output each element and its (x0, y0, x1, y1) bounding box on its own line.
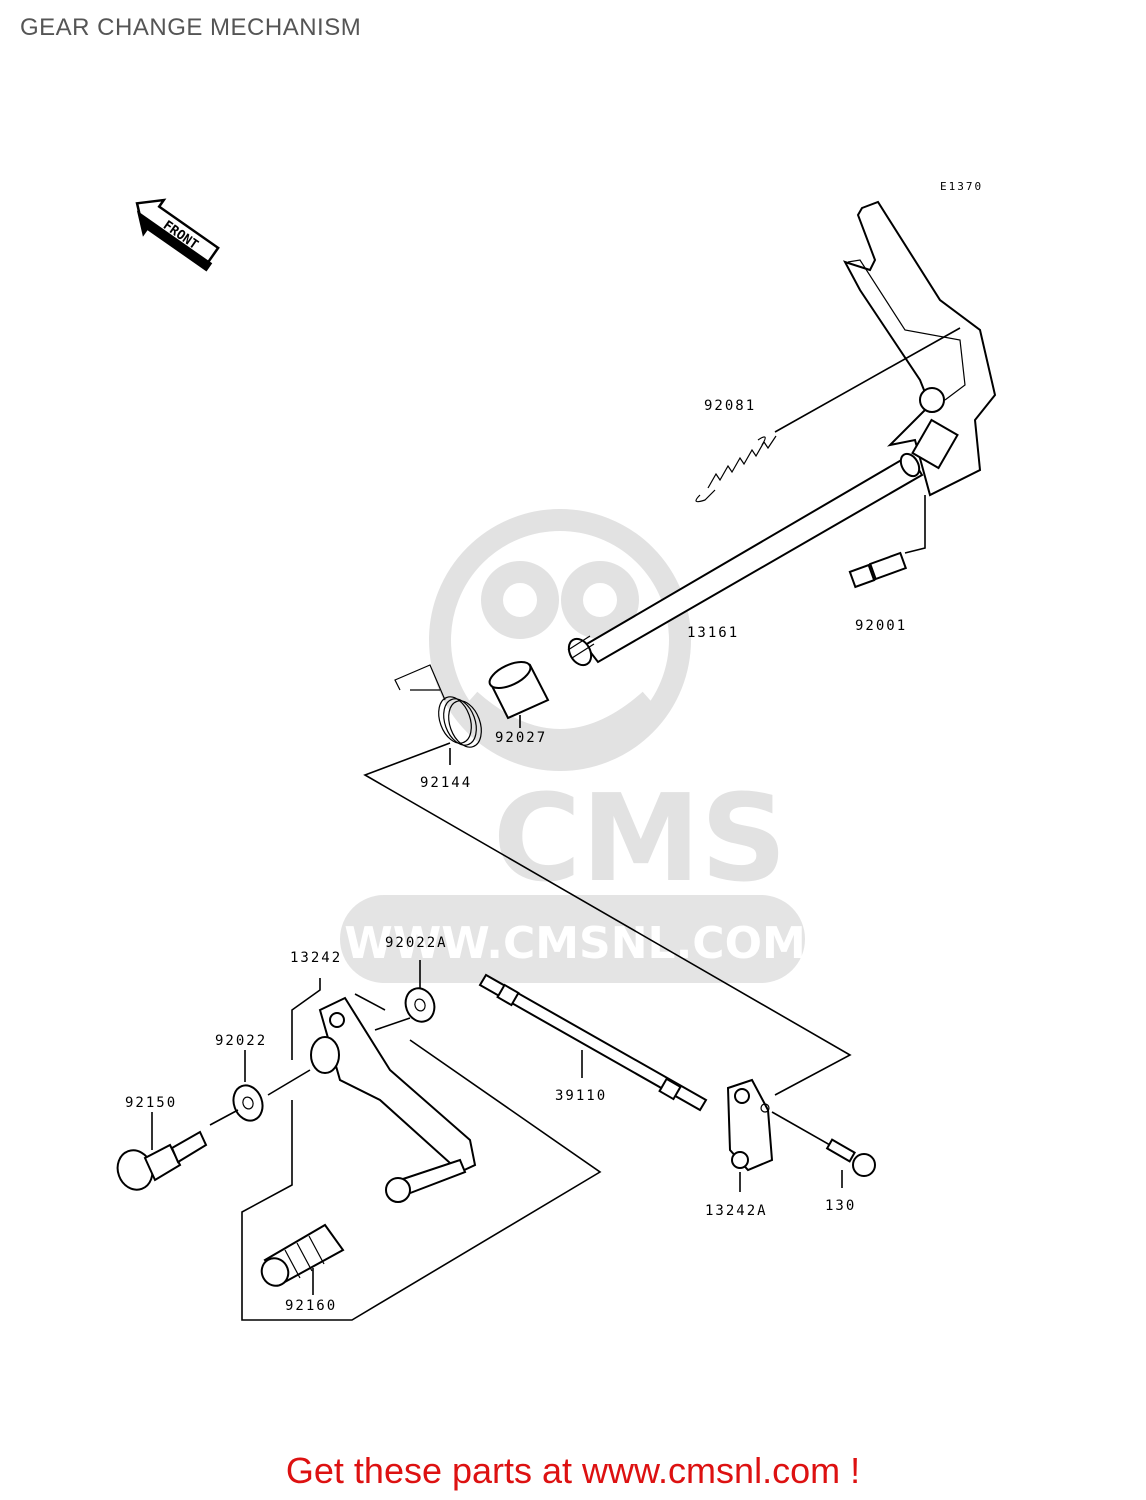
part-label: 92160 (285, 1298, 337, 1314)
collar (488, 661, 550, 728)
pin-bolt (848, 495, 926, 589)
part-label: 92081 (704, 398, 756, 414)
shift-arm-clamp (726, 1078, 831, 1192)
tie-rod (478, 973, 708, 1112)
watermark-brand: CMS (493, 770, 787, 909)
washer-a (404, 960, 436, 1023)
watermark: CMS WWW.CMSNL.COM (340, 509, 806, 983)
shift-pedal (291, 978, 477, 1203)
footer-link[interactable]: Get these parts at www.cmsnl.com ! (285, 1450, 861, 1491)
washer (232, 1050, 311, 1122)
part-label: 130 (825, 1198, 856, 1214)
return-spring (695, 327, 961, 503)
gear-shift-shaft-assembly (567, 200, 997, 667)
part-label: 92027 (495, 730, 547, 746)
part-labels: 92081 92001 13161 92027 92144 13242 9202… (125, 398, 907, 1314)
part-label: 13242 (290, 950, 342, 966)
shoulder-bolt (116, 1109, 239, 1191)
part-label: 92022 (215, 1033, 267, 1049)
diagram-code: E1370 (940, 180, 983, 193)
watermark-mascot-icon (429, 509, 691, 771)
part-label: 92001 (855, 618, 907, 634)
page-title: GEAR CHANGE MECHANISM (20, 14, 362, 41)
assembly-bracket-top (363, 742, 852, 1096)
pedal-rubber (260, 1223, 345, 1295)
torsion-spring (394, 664, 482, 765)
assembly-bracket-pedal (241, 1039, 602, 1321)
part-label: 13242A (705, 1203, 768, 1219)
flange-bolt (825, 1138, 876, 1188)
part-label: 13161 (687, 625, 739, 641)
front-arrow-icon: FRONT (135, 198, 220, 272)
part-label: 39110 (555, 1088, 607, 1104)
part-label: 92144 (420, 775, 472, 791)
part-label: 92150 (125, 1095, 177, 1111)
part-label: 92022A (385, 935, 448, 951)
watermark-url: WWW.CMSNL.COM (344, 918, 806, 969)
